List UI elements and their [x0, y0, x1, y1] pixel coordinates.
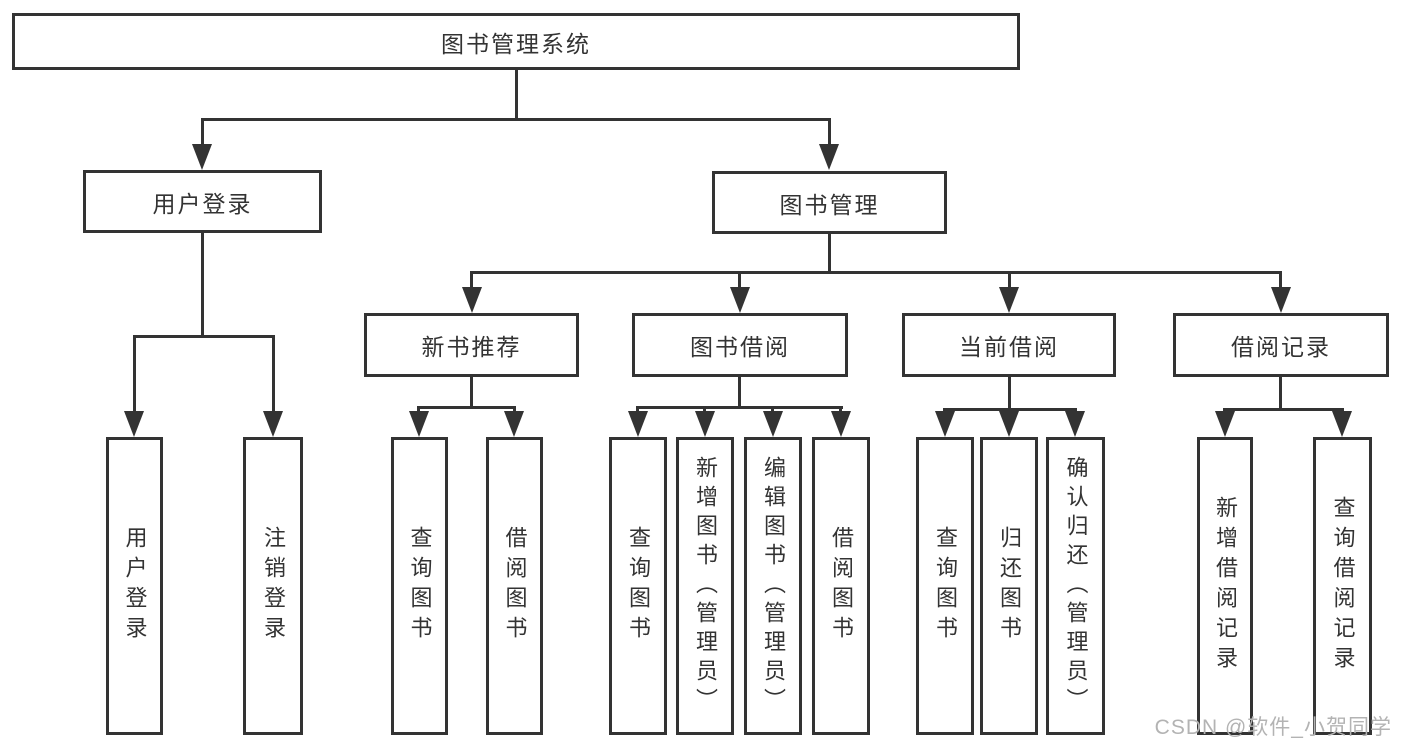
arrowhead [999, 287, 1019, 313]
connector-line [1279, 377, 1282, 411]
arrowhead [1065, 411, 1085, 437]
node-borrowing-borrow: 借阅图书 [812, 437, 870, 735]
arrowhead [935, 411, 955, 437]
node-borrowing-add: 新增图书（管理员） [676, 437, 734, 735]
arrowhead [999, 411, 1019, 437]
arrowhead [409, 411, 429, 437]
watermark: CSDN @软件_小贺同学 [1154, 716, 1392, 739]
node-new-book-recommend: 新书推荐 [364, 313, 579, 377]
node-root: 图书管理系统 [12, 13, 1020, 70]
connector-line [201, 118, 831, 121]
node-current-return: 归还图书 [980, 437, 1038, 735]
node-newbooks-query: 查询图书 [391, 437, 448, 735]
connector-line [133, 335, 275, 338]
arrowhead [263, 411, 283, 437]
arrowhead [192, 144, 212, 170]
arrowhead [763, 411, 783, 437]
node-current-confirm: 确认归还（管理员） [1046, 437, 1105, 735]
connector-line [1008, 377, 1011, 411]
arrowhead [462, 287, 482, 313]
connector-line [470, 271, 1282, 274]
node-logout: 注销登录 [243, 437, 303, 735]
node-borrow-records: 借阅记录 [1173, 313, 1389, 377]
connector-line [201, 233, 204, 338]
connector-line [470, 271, 473, 287]
node-book-management: 图书管理 [712, 171, 947, 234]
connector-line [828, 118, 831, 144]
node-book-borrowing: 图书借阅 [632, 313, 848, 377]
arrowhead [819, 144, 839, 170]
arrowhead [1215, 411, 1235, 437]
connector-line [417, 406, 516, 409]
connector-line [470, 377, 473, 409]
arrowhead [831, 411, 851, 437]
arrowhead [1332, 411, 1352, 437]
connector-line [943, 408, 1077, 411]
node-borrowing-edit: 编辑图书（管理员） [744, 437, 802, 735]
node-login: 用户登录 [106, 437, 163, 735]
connector-line [828, 234, 831, 274]
node-newbooks-borrow: 借阅图书 [486, 437, 543, 735]
connector-line [738, 271, 741, 287]
node-user-login: 用户登录 [83, 170, 322, 233]
connector-line [738, 377, 741, 409]
connector-line [1223, 408, 1344, 411]
arrowhead [730, 287, 750, 313]
arrowhead [1271, 287, 1291, 313]
arrowhead [124, 411, 144, 437]
connector-line [201, 118, 204, 144]
arrowhead [504, 411, 524, 437]
arrowhead [628, 411, 648, 437]
arrowhead [695, 411, 715, 437]
node-current-query: 查询图书 [916, 437, 974, 735]
node-current-borrowing: 当前借阅 [902, 313, 1116, 377]
node-borrowing-query: 查询图书 [609, 437, 667, 735]
connector-line [636, 406, 843, 409]
connector-line [272, 335, 275, 411]
connector-line [1279, 271, 1282, 287]
connector-line [515, 70, 518, 121]
node-records-query: 查询借阅记录 [1313, 437, 1372, 735]
connector-line [133, 335, 136, 411]
connector-line [1008, 271, 1011, 287]
node-records-add: 新增借阅记录 [1197, 437, 1253, 735]
